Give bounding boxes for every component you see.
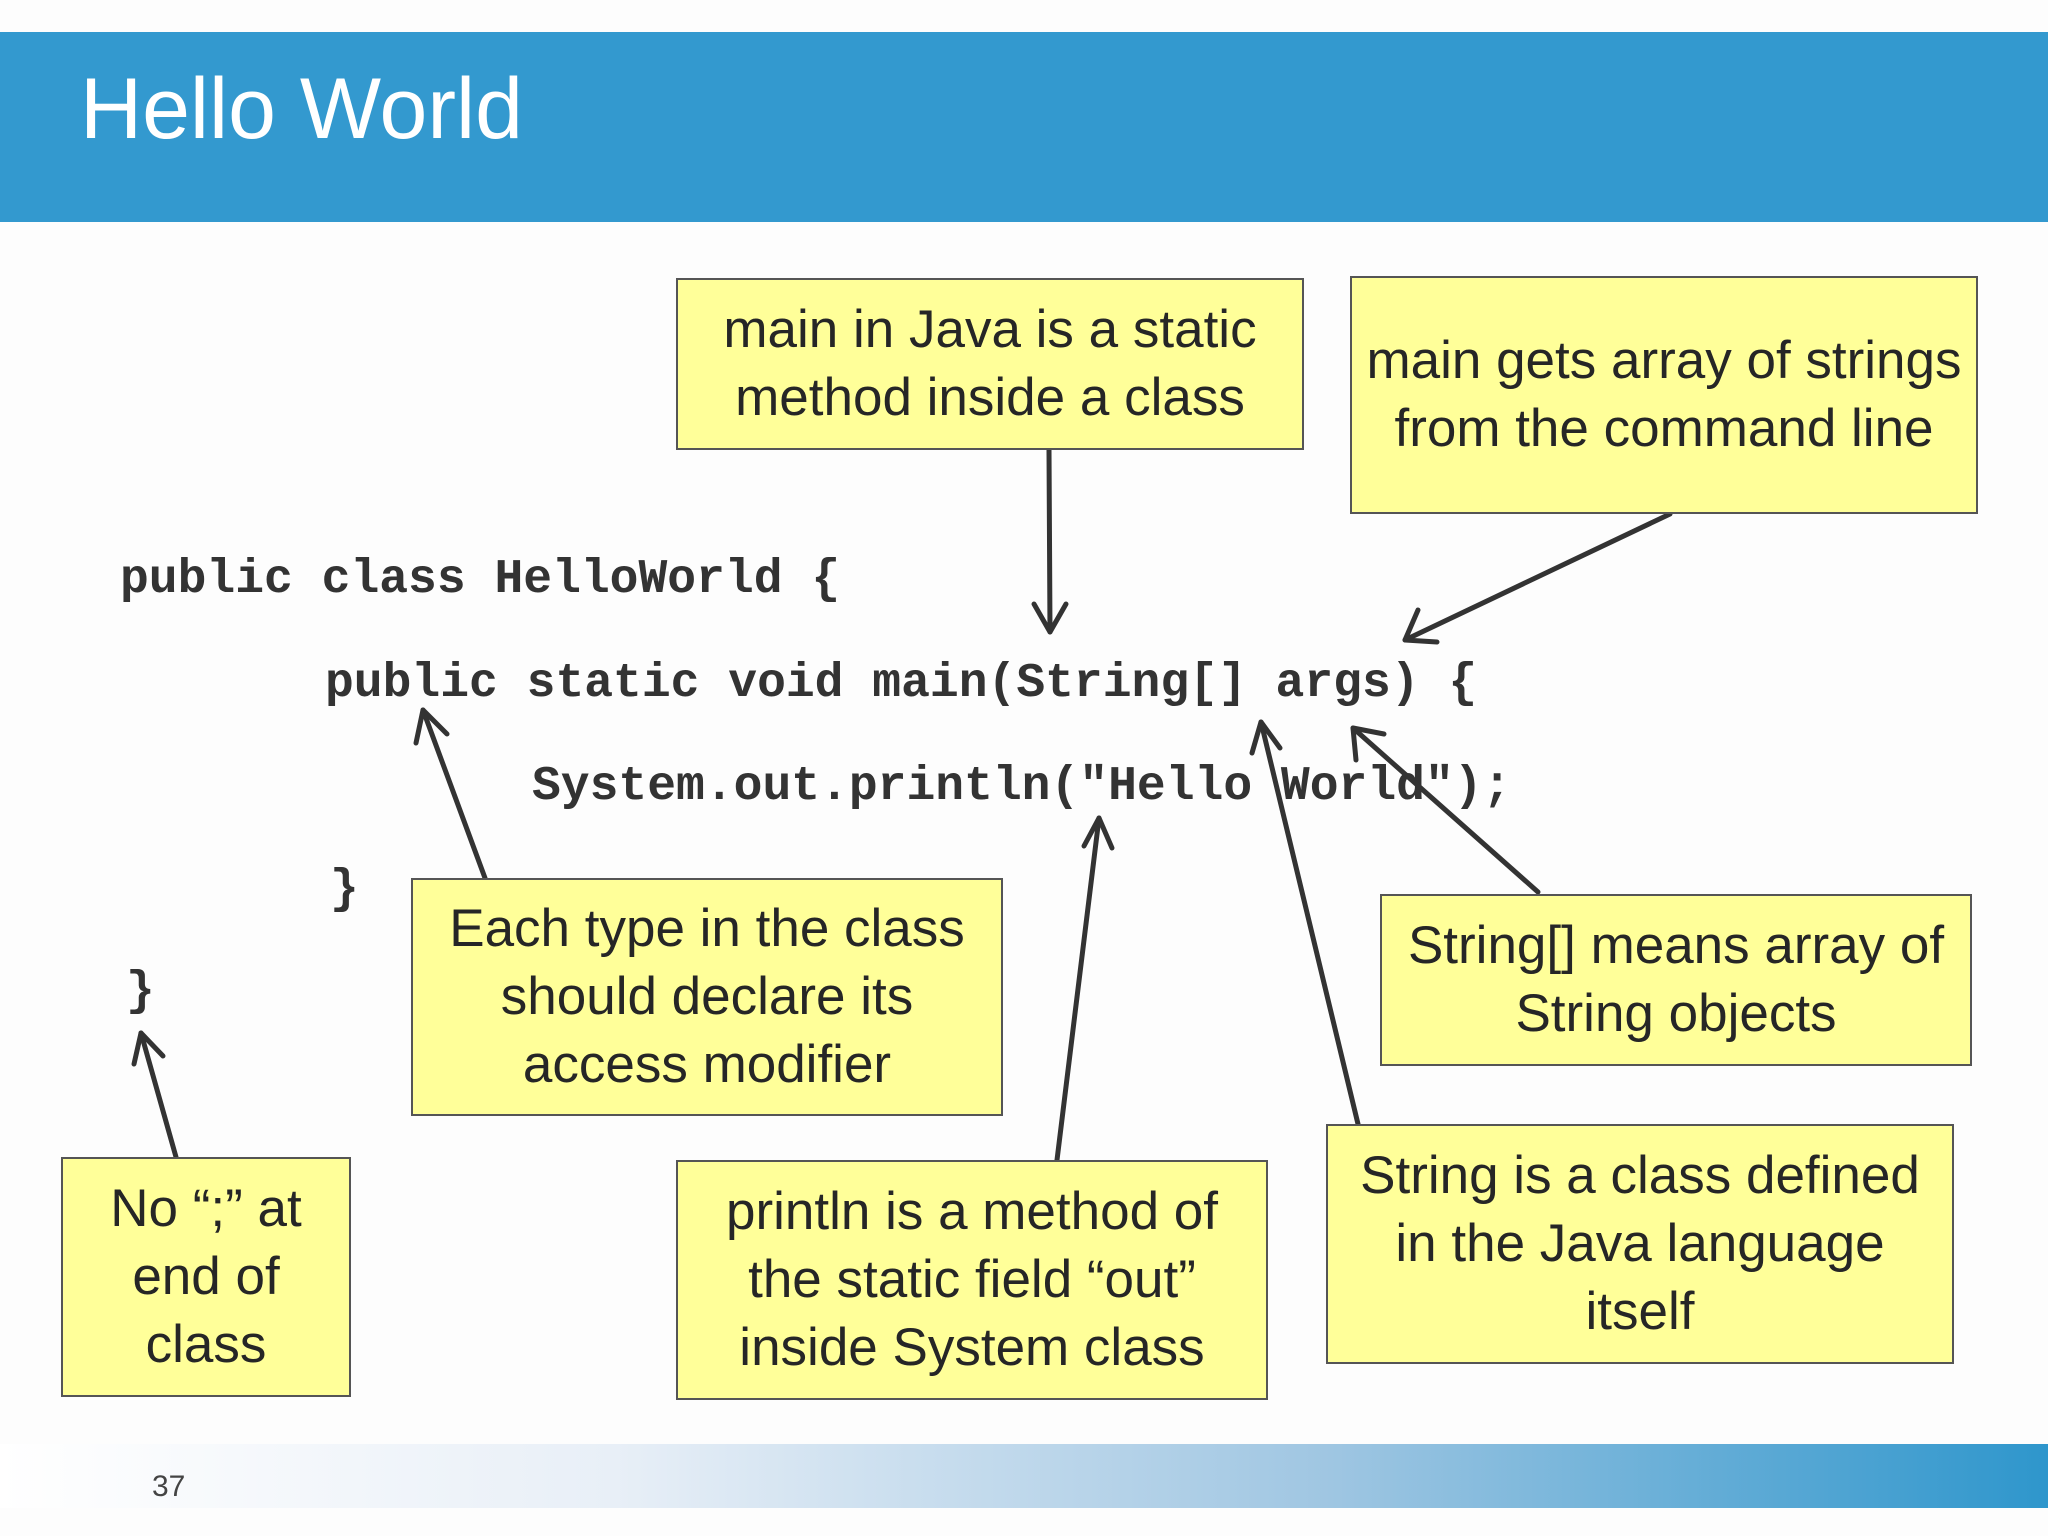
arrow-access-modifier xyxy=(420,707,488,881)
code-line-class-close-brace: } xyxy=(126,965,155,1019)
arrow-no-semicolon xyxy=(138,1030,179,1160)
code-line-println: System.out.println("Hello World"); xyxy=(532,760,1512,814)
note-string-class: String is a class defined in the Java la… xyxy=(1326,1124,1954,1364)
arrow-main-args xyxy=(1402,511,1673,643)
note-access-modifier-text: Each type in the class should declare it… xyxy=(449,899,965,1094)
note-access-modifier: Each type in the class should declare it… xyxy=(411,878,1003,1116)
note-println: println is a method of the static field … xyxy=(676,1160,1268,1400)
note-main-static: main in Java is a static method inside a… xyxy=(676,278,1304,450)
slide-title: Hello World xyxy=(80,61,523,157)
code-line-main-signature: public static void main(String[] args) { xyxy=(325,657,1478,711)
note-no-semicolon-text: No “;” at end of class xyxy=(110,1179,302,1374)
note-string-array: String[] means array of String objects xyxy=(1380,894,1972,1066)
note-no-semicolon: No “;” at end of class xyxy=(61,1157,351,1397)
footer-gradient-bar xyxy=(0,1444,2048,1508)
note-string-class-text: String is a class defined in the Java la… xyxy=(1360,1146,1920,1341)
title-bar xyxy=(0,32,2048,222)
page-number: 37 xyxy=(152,1470,186,1503)
note-println-text: println is a method of the static field … xyxy=(726,1182,1218,1377)
note-main-static-text: main in Java is a static method inside a… xyxy=(723,300,1257,427)
note-string-array-text: String[] means array of String objects xyxy=(1407,916,1945,1043)
note-main-args: main gets array of strings from the comm… xyxy=(1350,276,1978,514)
code-line-class-declaration: public class HelloWorld { xyxy=(120,553,841,607)
arrow-println xyxy=(1054,815,1102,1163)
note-main-args-text: main gets array of strings from the comm… xyxy=(1366,331,1962,458)
code-line-method-close-brace: } xyxy=(330,863,359,917)
arrow-main-static xyxy=(1046,447,1053,635)
